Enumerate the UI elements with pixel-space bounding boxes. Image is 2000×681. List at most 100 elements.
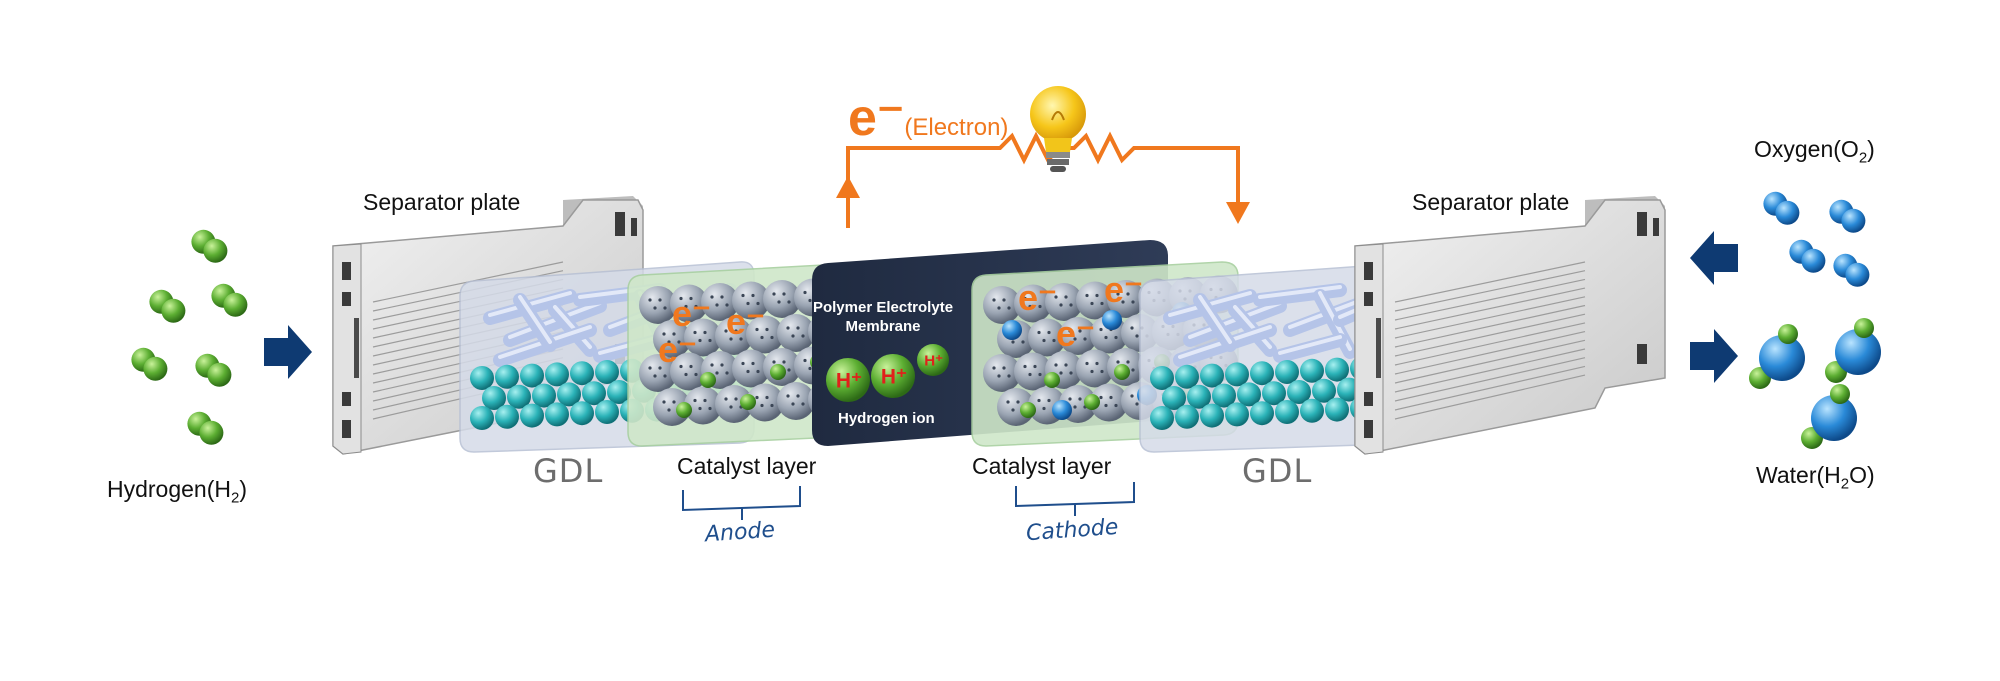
oxygen-molecule-2: [1789, 239, 1826, 273]
catalyst-layer-anode-carbon-dot-1-1: [684, 304, 688, 309]
gdl-right-teal-17: [1312, 378, 1336, 403]
electron-arrow-down: [1226, 202, 1250, 224]
water-label: Water(H2O): [1756, 462, 1875, 493]
catalyst-layer-anode-carbon-dot-24-3: [708, 406, 712, 411]
electron-wire: [846, 131, 1240, 228]
catalyst-layer-cathode-carbon-dot-2-3: [1069, 303, 1073, 307]
catalyst-layer-cathode-carbon-dot-0-3: [1007, 306, 1011, 310]
catalyst-layer-cathode-carbon-dot-24-2: [1047, 398, 1051, 403]
catalyst-layer-anode-carbon-dot-4-2: [782, 292, 786, 296]
oxygen-molecule-0-atom-b: [1775, 200, 1800, 225]
catalyst-layer-anode-carbon-dot-3-1: [746, 301, 750, 306]
separator-plate-right-rail-gasket: [1376, 318, 1381, 378]
catalyst-layer-cathode-carbon-dot-0-0: [992, 298, 996, 302]
catalyst-layer-anode-carbon-dot-18-2: [751, 361, 755, 366]
catalyst-layer-anode-carbon-dot-15-2: [658, 366, 662, 370]
catalyst-layer-cathode-carbon-dot-2-2: [1064, 295, 1068, 299]
catalyst-layer-anode-carbon-dot-3-0: [741, 293, 745, 298]
hydrogen-ion-symbol-0: H⁺: [836, 370, 862, 393]
gdl-right-teal-27: [1275, 400, 1299, 424]
water-molecule-2: [1801, 384, 1857, 449]
gdl-left-teal-1: [495, 364, 519, 389]
catalyst-layer-cathode-carbon-dot-1-3: [1038, 304, 1042, 309]
catalyst-layer-anode-carbon-10: [715, 317, 753, 355]
catalyst-layer-anode-carbon-dot-26-0: [755, 395, 759, 400]
catalyst-layer-cathode-carbon-dot-25-0: [1068, 397, 1072, 401]
catalyst-layer-anode-carbon-dot-23-1: [667, 408, 671, 412]
catalyst-layer-anode-carbon-dot-8-2: [672, 332, 676, 336]
catalyst-layer-anode-carbon-dot-2-1: [715, 303, 719, 307]
separator-plate-right-slot-right-c: [1637, 344, 1647, 364]
catalyst-layer-anode-label: Catalyst layer: [677, 453, 817, 479]
catalyst-layer-anode-carbon-dot-27-1: [791, 402, 795, 406]
catalyst-layer-anode-h-3: [676, 402, 692, 418]
catalyst-layer-anode-carbon-26: [746, 383, 784, 422]
hydrogen-molecule-1-atom-b: [161, 298, 186, 323]
separator-plate-left-slot-3: [342, 420, 351, 438]
separator-plate-right-channel-9: [1394, 339, 1586, 384]
electron-word: (Electron): [904, 114, 1009, 141]
catalyst-layer-cathode-carbon-dot-4-0: [1116, 292, 1120, 296]
separator-plate-right-slot-3: [1364, 420, 1373, 438]
catalyst-layer-cathode-carbon-dot-25-2: [1078, 397, 1082, 401]
oxygen-label: Oxygen(O2): [1754, 136, 1875, 167]
catalyst-layer-cathode-carbon-dot-1-2: [1033, 296, 1037, 301]
oxygen-molecule-0: [1763, 191, 1800, 225]
catalyst-layer-cathode-carbon-dot-11-0: [1099, 327, 1103, 332]
catalyst-layer-cathode-carbon-2: [1045, 283, 1083, 321]
catalyst-layer-cathode-carbon-dot-19-2: [1126, 360, 1130, 364]
hydrogen-molecule-3: [131, 347, 168, 381]
catalyst-layer-anode-carbon-dot-23-2: [672, 400, 676, 404]
separator-plate-right-channel-6: [1394, 313, 1586, 357]
gdl-left-teal-14: [557, 382, 581, 407]
water-molecule-0-o: [1759, 335, 1805, 381]
catalyst-layer-cathode-carbon-dot-17-0: [1054, 363, 1058, 367]
catalyst-layer-anode-carbon-dot-3-2: [751, 293, 755, 298]
separator-plate-right-rail: [1354, 243, 1384, 455]
separator-plate-right-label: Separator plate: [1412, 189, 1570, 215]
hydrogen-ion-sphere-2: [917, 344, 949, 376]
catalyst-layer-anode-carbon-dot-12-3: [801, 334, 805, 338]
gdl-right-fiber-10: [1273, 333, 1347, 363]
gdl-left-fiber-shine-2: [553, 305, 592, 349]
gdl-left-teal-2: [520, 363, 544, 388]
electron-circuit: [836, 86, 1250, 228]
separator-plate-right-channel-1: [1394, 270, 1586, 312]
catalyst-layer-anode-carbon-dot-20-0: [803, 358, 807, 363]
catalyst-layer-cathode-carbon-dot-2-0: [1054, 295, 1058, 299]
gdl-left-teal-15: [582, 381, 606, 406]
hydrogen-ion-symbol-1: H⁺: [881, 366, 907, 389]
catalyst-layer-cathode-carbon-dot-17-2: [1064, 363, 1068, 367]
separator-plate-right-channel-4: [1394, 296, 1586, 339]
catalyst-layer-anode-h-1: [740, 394, 756, 410]
catalyst-layer-anode-carbon-3: [732, 281, 770, 320]
catalyst-layer-cathode-carbon-dot-9-0: [1037, 330, 1041, 335]
gdl-left-teal-13: [532, 383, 556, 408]
gdl-right-teal-2: [1200, 363, 1224, 388]
catalyst-layer-cathode-carbon-15: [983, 354, 1021, 392]
anode-bracket: [682, 486, 801, 512]
catalyst-layer-cathode-carbon-dot-10-3: [1083, 337, 1087, 341]
catalyst-layer-anode-carbon-dot-0-2: [658, 298, 662, 302]
catalyst-layer-anode-carbon-dot-12-2: [796, 326, 800, 330]
catalyst-layer-cathode-carbon-dot-16-1: [1028, 372, 1032, 377]
gdl-left-teal-5: [595, 360, 619, 384]
catalyst-layer-anode-carbon-dot-15-0: [648, 366, 652, 370]
catalyst-layer-cathode-carbon-dot-4-1: [1121, 300, 1125, 304]
catalyst-layer-cathode-h-0: [1044, 372, 1060, 388]
separator-plate-left-slot-0: [342, 262, 351, 280]
catalyst-layer-cathode-carbon-dot-15-3: [1007, 374, 1011, 378]
catalyst-layer-cathode-carbon-dot-10-1: [1073, 337, 1077, 341]
cathode-bracket: [1015, 482, 1135, 508]
gdl-left-teal-4: [570, 361, 594, 386]
catalyst-layer-anode-carbon-dot-11-0: [755, 327, 759, 332]
water-molecule-1-h-b: [1854, 318, 1874, 338]
catalyst-layer-cathode-carbon-dot-12-1: [1135, 334, 1139, 338]
catalyst-layer-anode-carbon-dot-24-1: [698, 406, 702, 411]
gdl-left-teal-23: [495, 404, 519, 429]
electron-cathode-1: e⁻: [1018, 277, 1057, 318]
separator-plate-right-slot-right-b: [1653, 218, 1659, 236]
catalyst-layer-anode-carbon-25: [715, 385, 753, 423]
oxygen-molecule-1: [1829, 199, 1866, 233]
light-bulb-neck: [1044, 138, 1072, 152]
